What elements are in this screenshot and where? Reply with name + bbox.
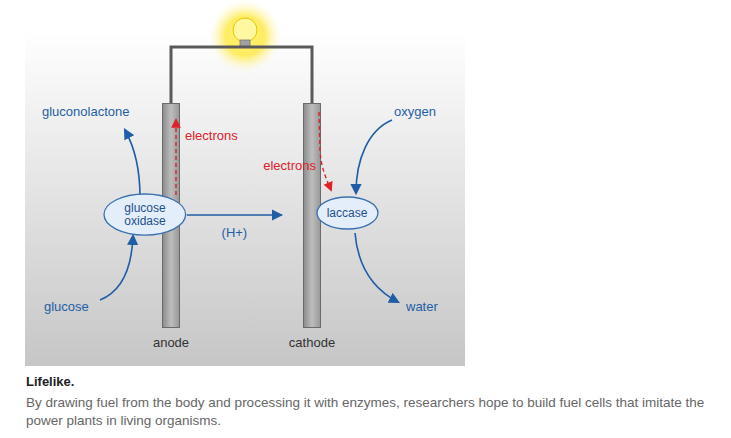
electrode-label: anode <box>141 335 201 350</box>
annotation-label: water <box>406 299 438 314</box>
annotation-label: glucose <box>44 299 89 314</box>
enzyme-ellipse: laccase <box>316 196 379 230</box>
annotation-label: electrons <box>185 128 238 143</box>
caption-text: By drawing fuel from the body and proces… <box>26 394 726 430</box>
annotation-label: oxygen <box>394 104 436 119</box>
bulb-glow <box>209 0 281 72</box>
annotation-label: electrons <box>263 158 316 173</box>
oxygen-arrow <box>356 120 392 193</box>
circuit-wire <box>171 47 312 103</box>
electrode-label: cathode <box>282 335 342 350</box>
ellipse-text-block: laccase <box>327 207 368 220</box>
panel <box>25 30 465 366</box>
enzyme-name: laccase <box>327 207 368 220</box>
annotation-label: gluconolactone <box>42 104 129 119</box>
gluconolactone-arrow <box>125 130 140 197</box>
caption-title: Lifelike. <box>26 374 74 389</box>
glucose-arrow <box>100 236 133 300</box>
enzyme-name: glucose oxidase <box>117 202 173 228</box>
ellipse-text-block: glucose oxidase <box>117 202 173 228</box>
edge-label: (H+) <box>222 225 248 240</box>
bulb-glass <box>233 18 257 42</box>
enzyme-ellipse: glucose oxidase <box>103 193 187 236</box>
flow-arrow <box>187 214 282 216</box>
water-arrow <box>355 233 398 302</box>
